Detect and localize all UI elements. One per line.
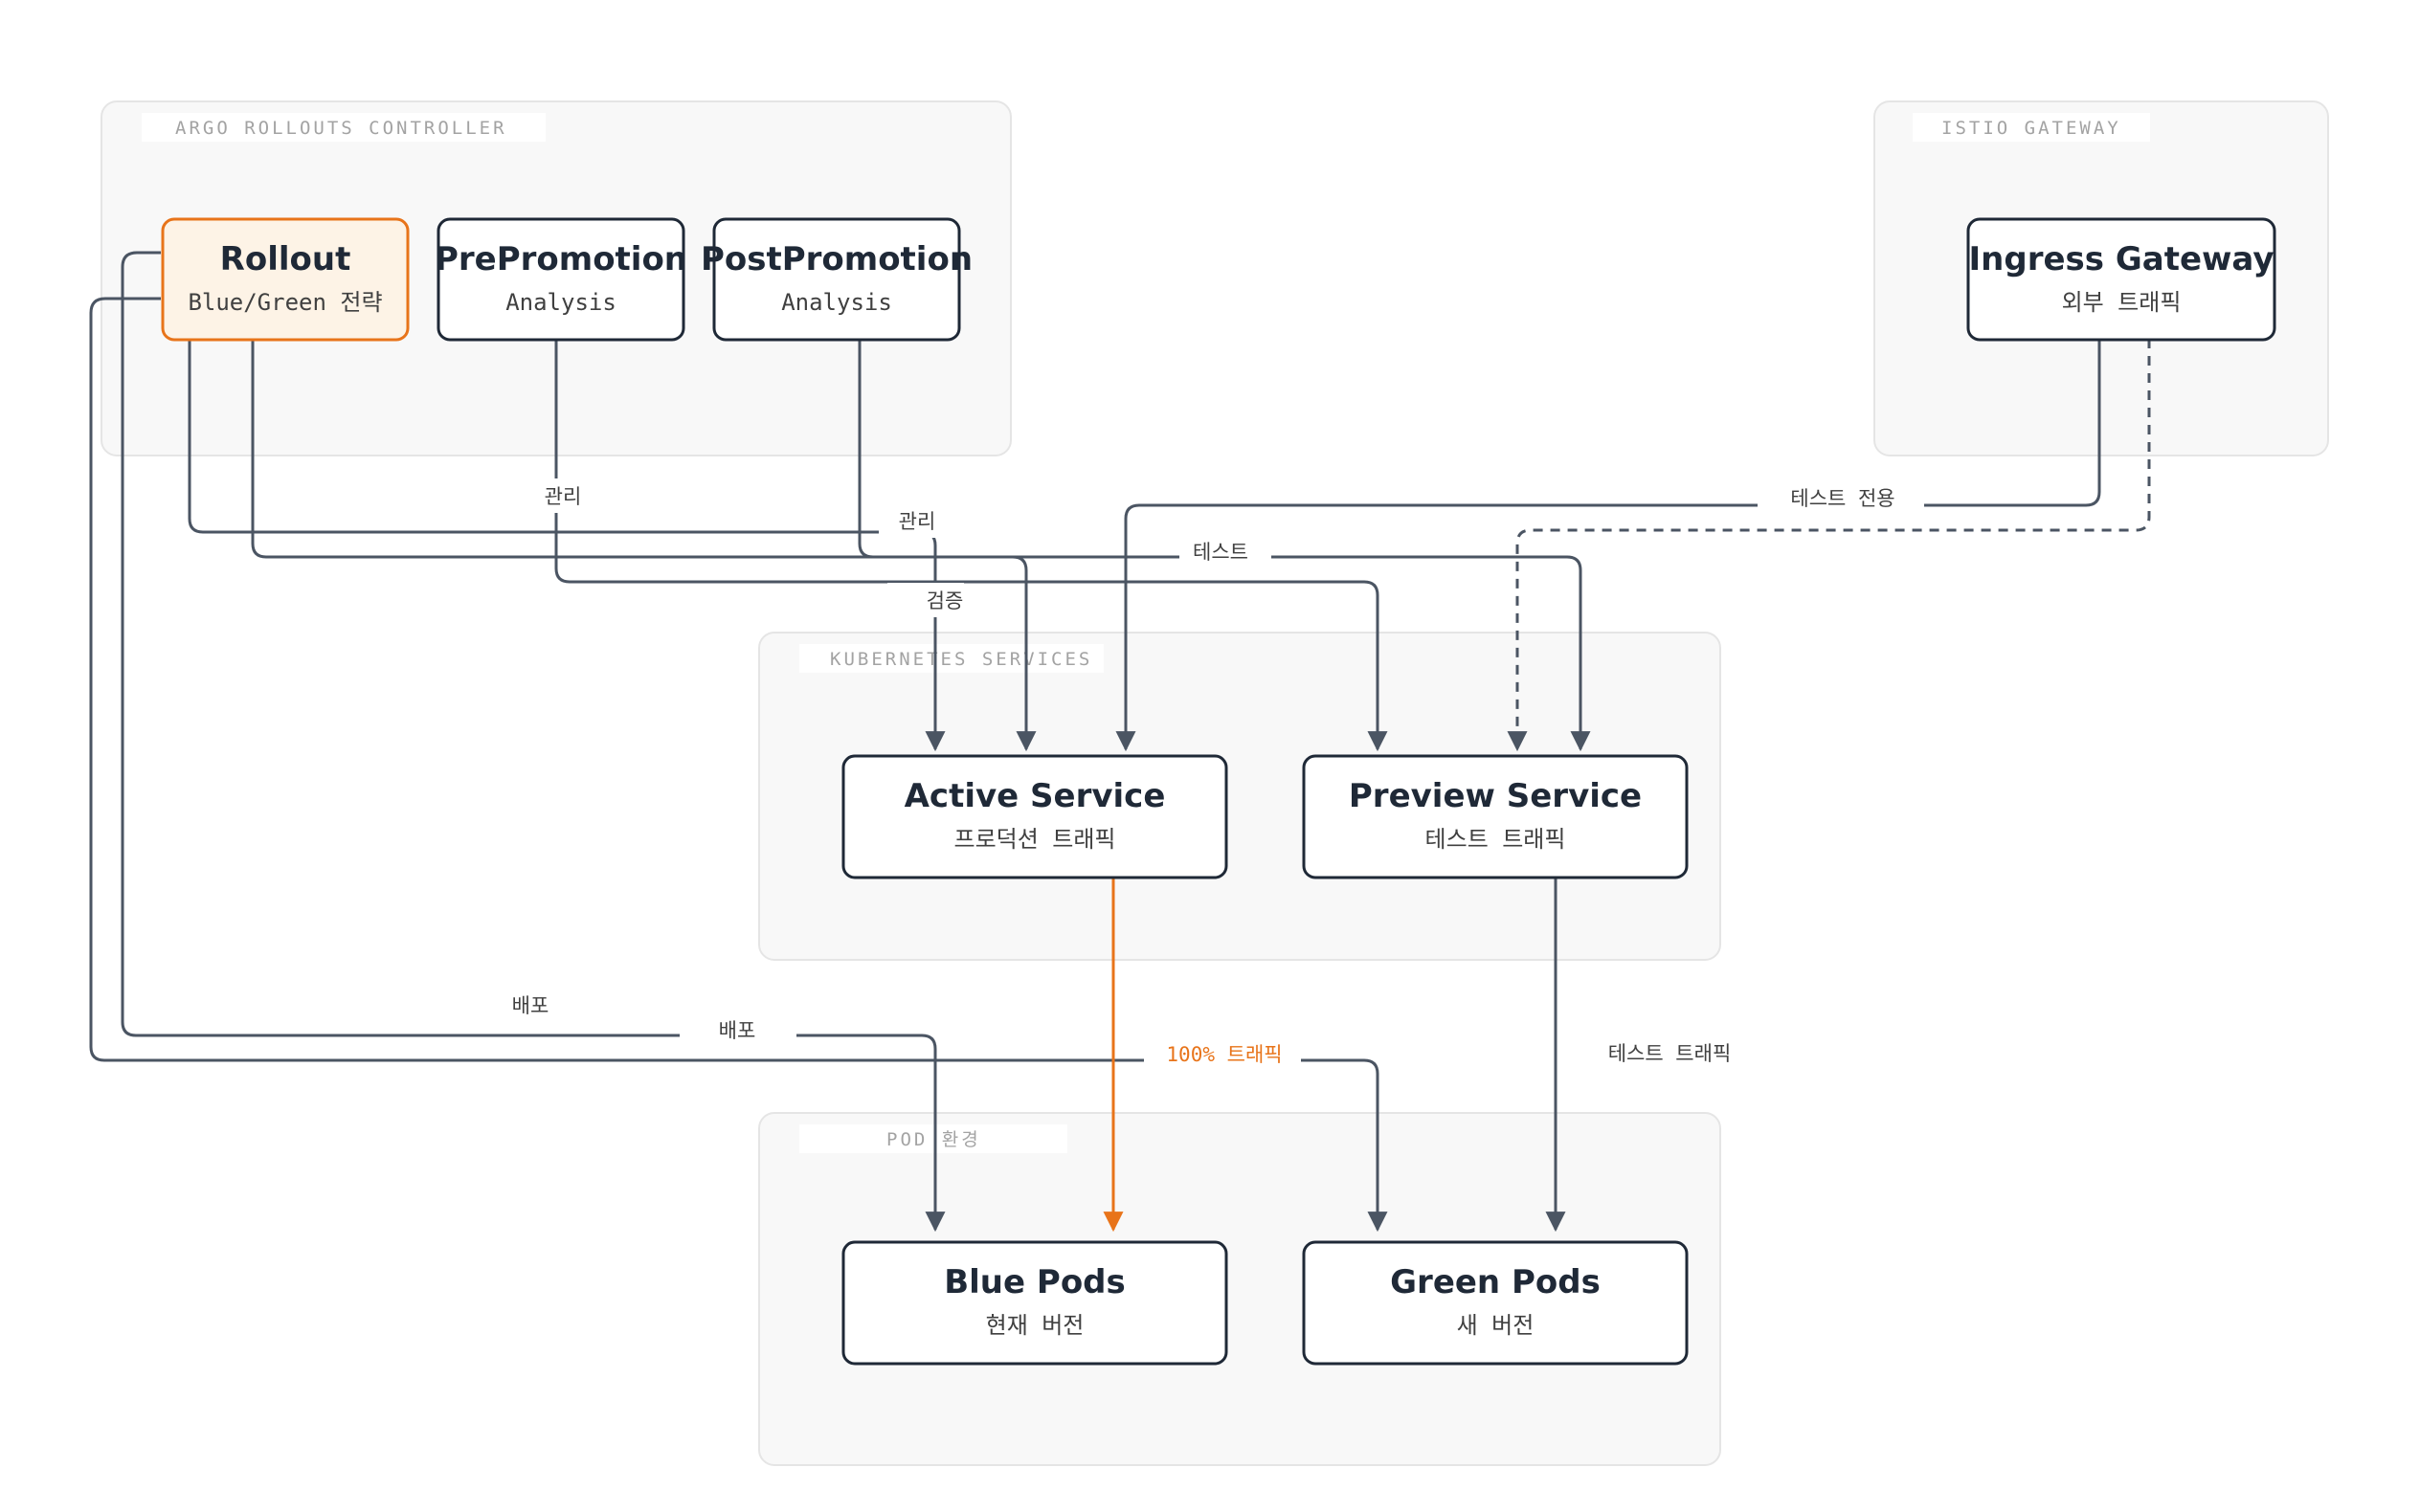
node-postpromotion-title: PostPromotion: [701, 240, 973, 278]
edge-ingress-active: [1115, 339, 2101, 752]
node-green-title: Green Pods: [1390, 1263, 1601, 1301]
edge-label-rollout-blue: 배포: [512, 994, 549, 1017]
group-label-istio: ISTIO GATEWAY: [1941, 118, 2121, 139]
group-pod-environment: POD 환경: [758, 1112, 1721, 1466]
edge-rollout-blue: [121, 251, 946, 1233]
node-preview-title: Preview Service: [1349, 777, 1642, 815]
group-label-pod: POD 환경: [886, 1129, 981, 1150]
node-rollout-subtitle: Blue/Green 전략: [188, 289, 382, 316]
node-postpromotion-subtitle: Analysis: [781, 289, 892, 316]
node-preview-subtitle: 테스트 트래픽: [1425, 826, 1566, 853]
node-blue-title: Blue Pods: [944, 1263, 1126, 1301]
edge-label-rollout-active: 관리: [545, 485, 582, 508]
edge-label-preview-green: 테스트 트래픽: [1608, 1042, 1732, 1065]
edge-ingress-preview-dashed: [1507, 339, 2151, 752]
edge-label-rollout-preview: 관리: [899, 510, 936, 533]
node-green-subtitle: 새 버전: [1457, 1312, 1535, 1339]
edge-rollout-preview: [251, 339, 1037, 752]
node-rollout[interactable]: Rollout Blue/Green 전략: [161, 217, 410, 342]
edges: [89, 251, 2151, 1233]
node-prepromotion[interactable]: PrePromotion Analysis: [435, 217, 687, 342]
edge-label-ingress-active: 테스트 전용: [1790, 487, 1894, 510]
edge-rollout-active: [188, 339, 946, 752]
edge-label-postpromotion-active: 테스트: [1193, 541, 1248, 564]
node-active-title: Active Service: [905, 777, 1166, 815]
node-active-subtitle: 프로덕션 트래픽: [953, 826, 1115, 853]
node-postpromotion[interactable]: PostPromotion Analysis: [701, 217, 973, 342]
node-ingress-subtitle: 외부 트래픽: [2062, 289, 2182, 316]
node-green-pods[interactable]: Green Pods 새 버전: [1302, 1240, 1689, 1366]
node-ingress-title: Ingress Gateway: [1969, 240, 2274, 278]
group-label-argo: ARGO ROLLOUTS CONTROLLER: [175, 118, 507, 139]
edge-prepromotion-preview: [554, 339, 1388, 752]
group-label-k8s: KUBERNETES SERVICES: [830, 649, 1092, 670]
node-active-service[interactable]: Active Service 프로덕션 트래픽: [841, 754, 1228, 879]
node-prepromotion-subtitle: Analysis: [505, 289, 616, 316]
node-ingress-gateway[interactable]: Ingress Gateway 외부 트래픽: [1966, 217, 2276, 342]
edge-label-prepromotion-preview: 검증: [927, 589, 964, 612]
node-rollout-title: Rollout: [220, 240, 351, 278]
edge-label-active-blue: 100% 트래픽: [1166, 1043, 1282, 1066]
node-blue-pods[interactable]: Blue Pods 현재 버전: [841, 1240, 1228, 1366]
node-preview-service[interactable]: Preview Service 테스트 트래픽: [1302, 754, 1689, 879]
edge-labels: 관리 관리 검증 테스트 테스트 전용 배포 배포 100% 트래픽 테스트 트…: [492, 478, 1924, 1076]
node-blue-subtitle: 현재 버전: [986, 1312, 1085, 1339]
edge-label-rollout-green: 배포: [719, 1019, 756, 1042]
node-prepromotion-title: PrePromotion: [435, 240, 687, 278]
edge-rollout-green: [89, 297, 1388, 1233]
